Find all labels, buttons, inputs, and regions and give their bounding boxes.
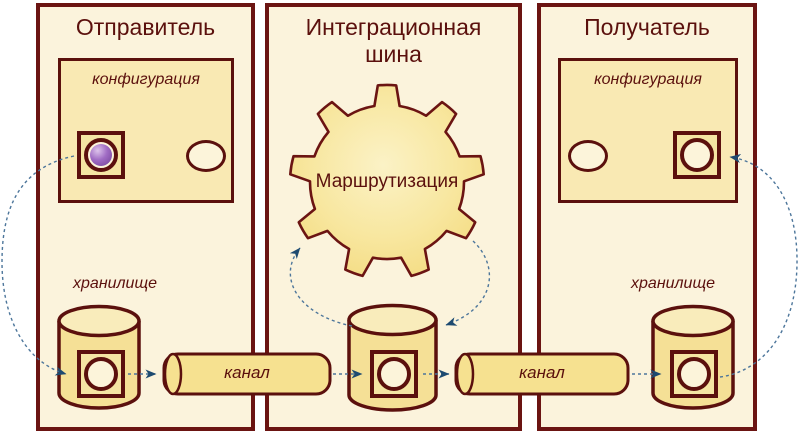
bus-storage-node-icon [370, 350, 418, 398]
sender-config-label: конфигурация [92, 71, 200, 88]
channel-2: канал [454, 351, 630, 397]
sender-config-node-icon [77, 131, 125, 179]
sender-storage-node-circle-icon [84, 357, 118, 391]
channel-2-pipe-icon [454, 352, 630, 396]
receiver-storage-node-circle-icon [677, 357, 711, 391]
channel-1-pipe-icon [162, 352, 332, 396]
routing-gear-icon [289, 83, 485, 278]
channel-1-label: канал [224, 363, 270, 382]
sender-config-circle-icon [186, 140, 226, 172]
receiver-panel-title: Получатель [584, 14, 710, 40]
sender-storage-label: хранилище [73, 275, 157, 292]
receiver-config-circle-icon [568, 140, 608, 172]
sender-storage-node-icon [77, 350, 125, 398]
receiver-config-node-icon [673, 131, 721, 179]
channel-1: канал [162, 351, 332, 397]
receiver-storage-label: хранилище [631, 275, 715, 292]
bus-storage-node-circle-icon [377, 357, 411, 391]
sender-config-box: конфигурация [58, 58, 234, 203]
receiver-storage-node-icon [670, 350, 718, 398]
channel-2-label: канал [519, 363, 565, 382]
integration-bus-panel-title: Интеграционная шина [305, 14, 482, 68]
sender-config-node-circle-icon [84, 138, 118, 172]
message-ball-icon [90, 144, 112, 166]
receiver-config-node-circle-icon [680, 138, 714, 172]
sender-panel-title: Отправитель [75, 14, 216, 40]
receiver-config-label: конфигурация [594, 71, 702, 88]
routing-gear-label: Маршрутизация [315, 171, 459, 192]
